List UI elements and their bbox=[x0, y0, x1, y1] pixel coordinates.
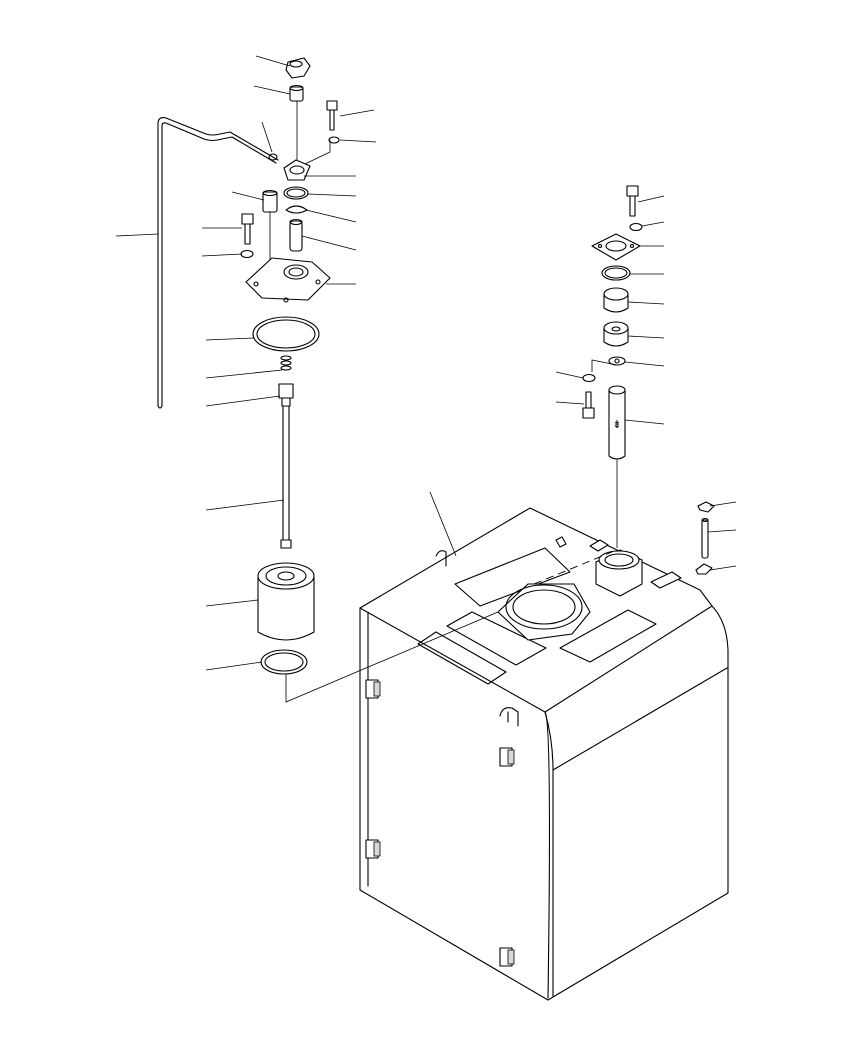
filter-cover-plate bbox=[245, 257, 331, 303]
lifting-hook bbox=[499, 707, 519, 727]
bolt bbox=[326, 100, 338, 131]
spring bbox=[280, 355, 292, 371]
bolt bbox=[582, 391, 595, 419]
element-seal bbox=[260, 649, 308, 675]
reference-line bbox=[285, 611, 499, 703]
filter-element bbox=[257, 562, 315, 641]
washer bbox=[328, 136, 340, 144]
perforated-panel-left bbox=[417, 631, 507, 685]
washer bbox=[629, 222, 643, 232]
large-o-ring bbox=[252, 316, 320, 352]
breather-stub bbox=[435, 550, 447, 567]
sight-gauge-bracket bbox=[650, 571, 682, 589]
flow-arrow-icon: ⇟ bbox=[612, 418, 621, 431]
callout-leaders bbox=[115, 55, 737, 671]
filler-neck bbox=[589, 539, 643, 597]
strainer-cap bbox=[603, 287, 629, 313]
strainer-tube: ⇟ bbox=[608, 385, 626, 460]
bolt bbox=[626, 185, 639, 217]
side-bracket bbox=[499, 947, 515, 967]
perforated-panel-rear bbox=[454, 547, 571, 607]
strainer-body bbox=[603, 321, 629, 347]
hydraulic-tank bbox=[359, 507, 729, 1001]
breather-cap bbox=[285, 57, 311, 79]
filter-opening-flange bbox=[497, 583, 591, 641]
top-plug bbox=[555, 536, 567, 548]
side-bracket bbox=[365, 839, 381, 859]
nut-fitting bbox=[278, 383, 294, 407]
leader-zigzag bbox=[591, 359, 618, 372]
washer bbox=[582, 373, 596, 383]
element-holder-pin bbox=[289, 218, 303, 252]
washer bbox=[240, 249, 254, 259]
hidden-line bbox=[533, 551, 613, 585]
elbow-fitting bbox=[697, 501, 715, 513]
perforated-panel-center bbox=[446, 611, 547, 666]
side-bracket bbox=[499, 747, 515, 767]
cap-o-ring bbox=[601, 265, 631, 281]
perforated-panel-right bbox=[559, 609, 657, 663]
bent-tube bbox=[157, 117, 279, 409]
adapter-fitting bbox=[283, 159, 311, 181]
sight-tube bbox=[701, 517, 709, 559]
breather-element bbox=[289, 84, 304, 102]
bolt bbox=[241, 213, 254, 245]
filter-rod bbox=[280, 405, 292, 549]
filler-cover-flange bbox=[591, 233, 641, 261]
leader-zigzag bbox=[304, 140, 331, 165]
side-bracket bbox=[365, 679, 381, 699]
o-ring bbox=[283, 186, 309, 200]
elbow-fitting bbox=[695, 563, 713, 575]
washer bbox=[608, 356, 626, 366]
snap-ring bbox=[285, 205, 308, 214]
